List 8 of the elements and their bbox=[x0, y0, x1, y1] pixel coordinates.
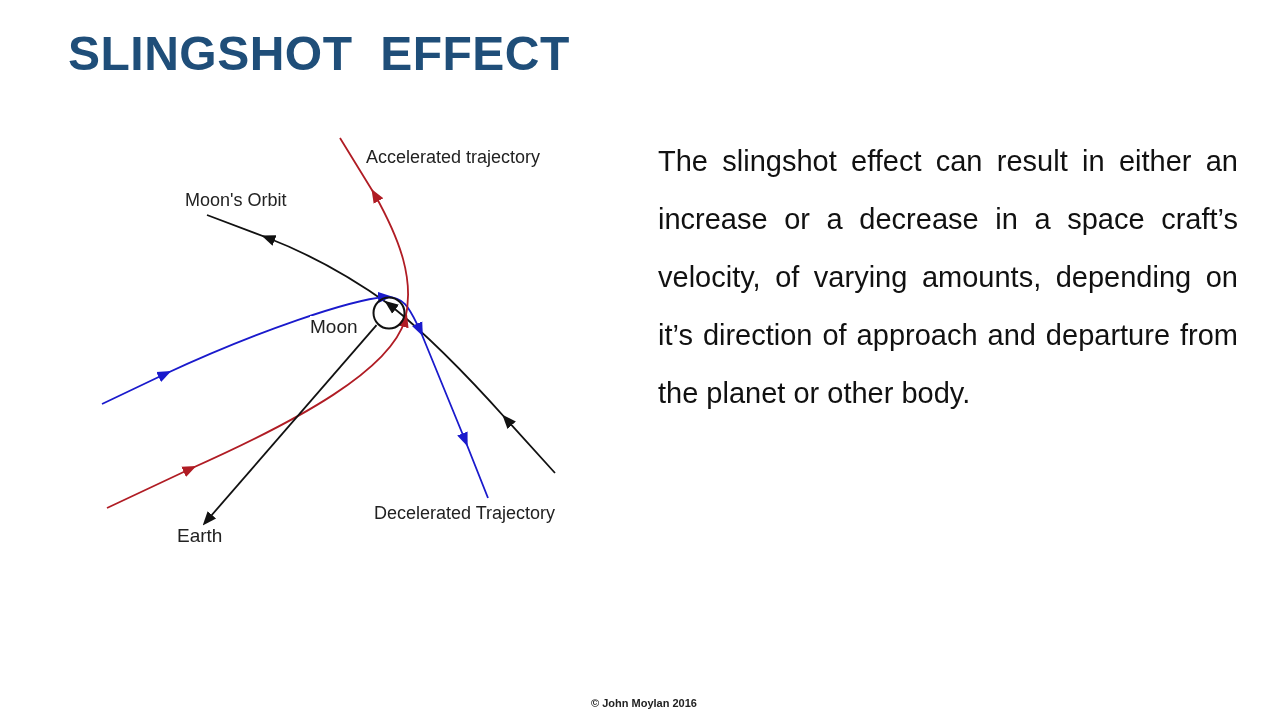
orbit-label: Moon's Orbit bbox=[185, 190, 287, 211]
trajectory-label: Accelerated trajectory bbox=[366, 147, 541, 168]
title: SLINGSHOT EFFECT bbox=[68, 26, 570, 81]
copyright-note: © John Moylan 2016 bbox=[591, 697, 697, 709]
node-label: Earth bbox=[177, 525, 223, 547]
trajectory-label: Decelerated Trajectory bbox=[374, 503, 556, 524]
arrow bbox=[202, 324, 378, 526]
body-paragraph: The slingshot effect can result in either an increase or a decrease in a space craft’s velocity, of varying amounts, depending on it’s direction of approach and departure from the planet or other body. bbox=[658, 144, 1238, 411]
